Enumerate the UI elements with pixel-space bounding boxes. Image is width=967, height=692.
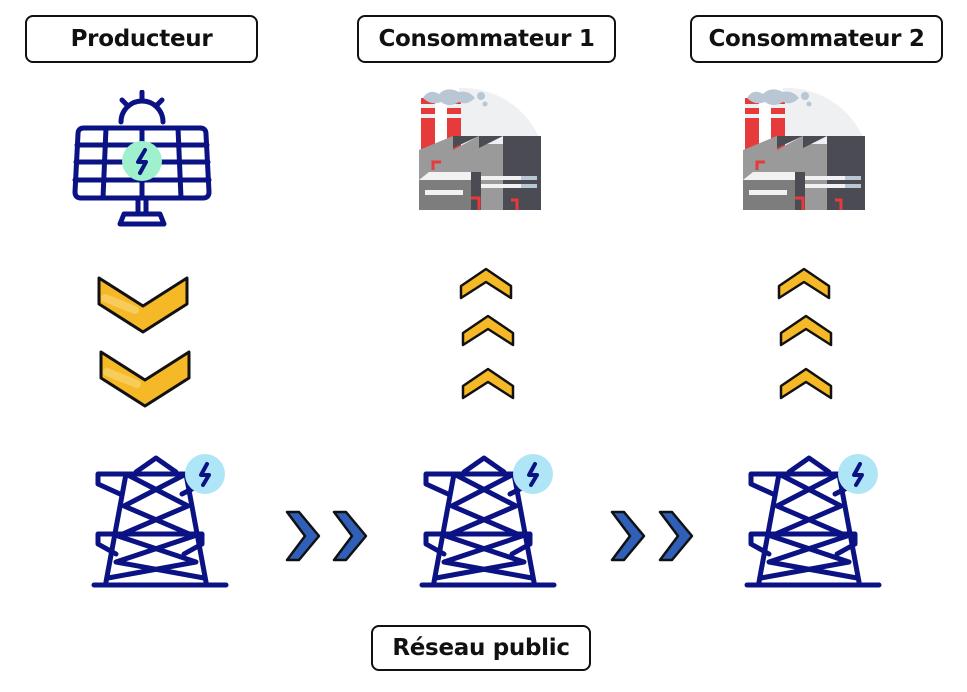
factory-2-icon [743, 88, 867, 210]
power-pylon-icon [90, 452, 230, 592]
chevron-right-icon [283, 508, 323, 564]
grid-label: Réseau public [371, 625, 591, 671]
chevron-up-icon [460, 313, 516, 349]
chevron-right-icon [330, 508, 370, 564]
chevron-up-icon [776, 266, 832, 302]
chevron-down-icon [97, 344, 193, 410]
chevron-up-icon [778, 313, 834, 349]
chevron-right-icon [608, 508, 648, 564]
consumer-1-label: Consommateur 1 [357, 15, 616, 63]
chevron-up-icon [458, 266, 514, 302]
chevron-right-icon [656, 508, 696, 564]
power-pylon-icon [743, 452, 883, 592]
solar-panel-icon [72, 90, 212, 230]
chevron-down-icon [95, 270, 191, 336]
producer-label: Producteur [25, 15, 258, 63]
power-pylon-icon [418, 452, 558, 592]
chevron-up-icon [460, 366, 516, 402]
chevron-up-icon [778, 366, 834, 402]
factory-1-icon [419, 88, 543, 210]
consumer-2-label: Consommateur 2 [690, 15, 943, 63]
